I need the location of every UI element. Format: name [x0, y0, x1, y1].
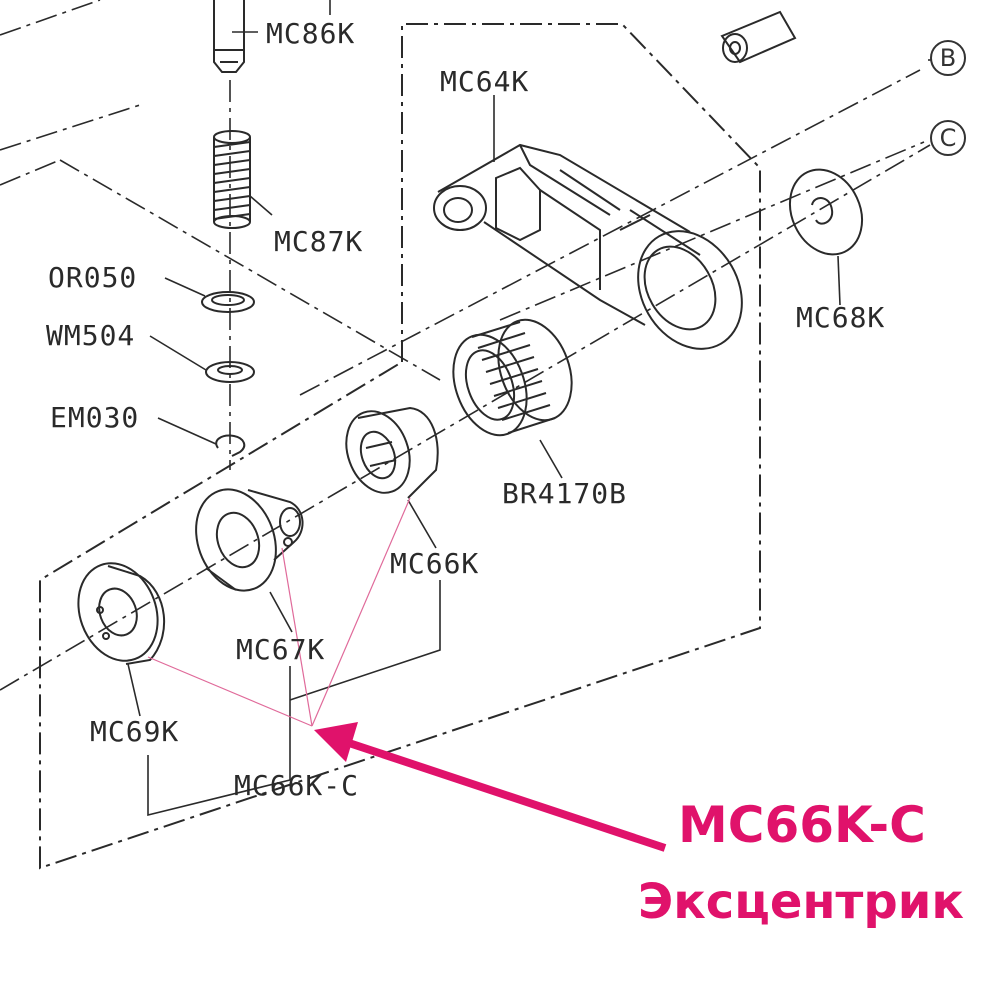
em030-ering — [215, 434, 246, 457]
mc68k-circlip — [789, 168, 863, 256]
label-mc86k: MC86K — [266, 17, 356, 50]
callout-part-number: MC66K-C — [678, 796, 926, 854]
br4170b-bearing — [452, 318, 573, 437]
callout-part-name: Эксцентрик — [638, 874, 964, 930]
mc67k-eccentric — [195, 488, 304, 592]
label-wm504: WM504 — [46, 319, 136, 352]
callout-arrow — [314, 722, 667, 852]
label-mc69k: MC69K — [90, 715, 180, 748]
leader-lines — [127, 31, 932, 817]
label-mc66k-c: MC66K-C — [234, 769, 360, 802]
label-mc67k: MC67K — [236, 633, 326, 666]
pink-leader-lines — [147, 497, 411, 727]
mc86k-pin — [213, 0, 245, 73]
center-lines — [0, 0, 931, 691]
mc69k-disc — [77, 562, 166, 665]
mc66k-sleeve — [345, 406, 439, 499]
reference-circle-c: C — [930, 120, 966, 156]
label-mc87k: MC87K — [274, 225, 364, 258]
reference-lines — [499, 141, 925, 321]
mc64k-top-pin — [720, 10, 797, 64]
mc87k-spring — [213, 130, 251, 229]
mc64k-link — [433, 143, 743, 350]
assembly-boundary — [39, 23, 761, 870]
label-mc68k: MC68K — [796, 301, 886, 334]
reference-circle-b: B — [930, 40, 966, 76]
label-br4170b: BR4170B — [502, 477, 628, 510]
label-mc66k: MC66K — [390, 547, 480, 580]
wm504-washer — [205, 361, 255, 383]
label-or050: OR050 — [48, 261, 138, 294]
label-em030: EM030 — [50, 401, 140, 434]
label-mc64k: MC64K — [440, 65, 530, 98]
or050-oring — [201, 291, 255, 313]
